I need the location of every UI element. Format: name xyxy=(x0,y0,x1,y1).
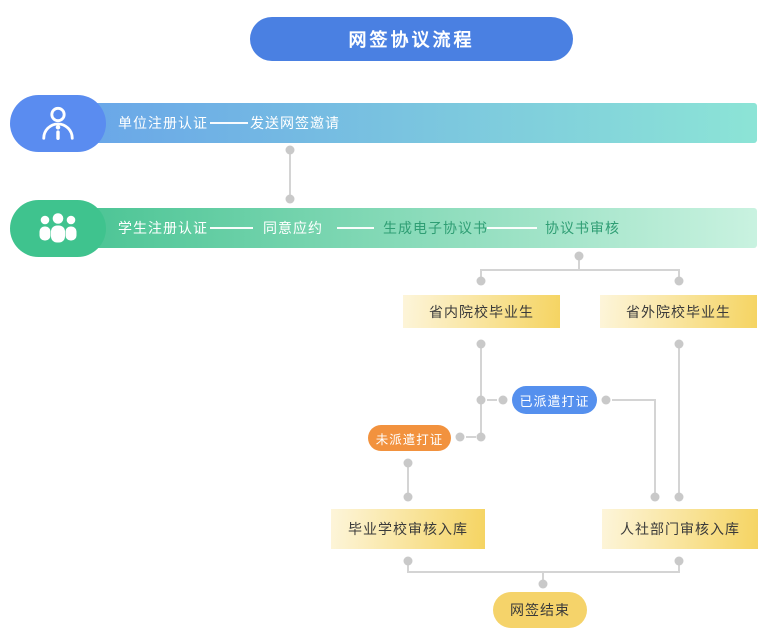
node-not-dispatched-certificate: 未派遣打证 xyxy=(368,425,451,451)
student-lane-bar: 学生注册认证 同意应约 生成电子协议书 协议书审核 xyxy=(60,208,757,248)
step-student-generate: 生成电子协议书 xyxy=(383,220,488,236)
people-icon xyxy=(39,212,77,242)
page-title: 网签协议流程 xyxy=(250,17,573,61)
flow-dash xyxy=(210,227,253,229)
flow-dash xyxy=(210,122,248,124)
step-student-accept: 同意应约 xyxy=(263,220,323,236)
person-icon xyxy=(42,106,74,140)
node-out-province-graduates: 省外院校毕业生 xyxy=(600,295,757,328)
employer-lane-badge xyxy=(10,95,106,152)
step-employer-register: 单位注册认证 xyxy=(118,115,208,131)
step-student-review: 协议书审核 xyxy=(545,220,620,236)
node-hr-department-review-storage: 人社部门审核入库 xyxy=(602,509,758,549)
employer-lane-bar: 单位注册认证 发送网签邀请 xyxy=(60,103,757,143)
node-in-province-graduates: 省内院校毕业生 xyxy=(403,295,560,328)
node-signing-finished: 网签结束 xyxy=(493,592,587,628)
step-student-register: 学生注册认证 xyxy=(118,220,208,236)
node-school-review-storage: 毕业学校审核入库 xyxy=(331,509,485,549)
flow-dash xyxy=(487,227,537,229)
node-dispatched-certificate: 已派遣打证 xyxy=(512,386,597,414)
step-employer-invite: 发送网签邀请 xyxy=(250,115,340,131)
flow-dash xyxy=(337,227,374,229)
student-lane-badge xyxy=(10,200,106,257)
